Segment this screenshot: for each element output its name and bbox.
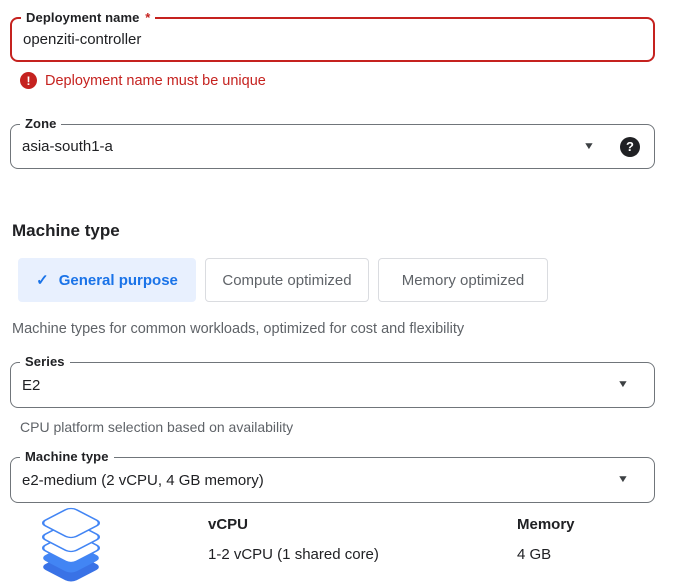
required-asterisk: * — [145, 10, 151, 25]
memory-header: Memory — [517, 516, 575, 533]
machine-family-description: Machine types for common workloads, opti… — [12, 321, 465, 337]
spec-column-vcpu: vCPU 1-2 vCPU (1 shared core) — [208, 516, 379, 563]
deployment-name-label-text: Deployment name — [26, 10, 140, 25]
zone-value: asia-south1-a — [22, 138, 113, 155]
machine-type-value: e2-medium (2 vCPU, 4 GB memory) — [22, 471, 264, 489]
help-icon[interactable]: ? — [620, 136, 640, 157]
zone-label: Zone — [20, 116, 62, 132]
check-icon: ✓ — [36, 272, 49, 289]
machine-family-tabs: ✓ General purpose Compute optimized Memo… — [18, 258, 548, 302]
spec-column-memory: Memory 4 GB — [517, 516, 575, 563]
tab-memory-optimized[interactable]: Memory optimized — [378, 258, 548, 302]
machine-type-label-text: Machine type — [25, 449, 109, 464]
series-value: E2 — [22, 376, 41, 394]
deployment-name-label: Deployment name * — [21, 10, 156, 26]
zone-select[interactable]: Zone asia-south1-a ▼ ? — [10, 116, 655, 169]
tab-memory-optimized-label: Memory optimized — [401, 271, 525, 289]
machine-type-select[interactable]: Machine type e2-medium (2 vCPU, 4 GB mem… — [10, 449, 655, 503]
vcpu-value: 1-2 vCPU (1 shared core) — [208, 546, 379, 563]
error-message: Deployment name must be unique — [45, 72, 266, 89]
tab-general-purpose-label: General purpose — [58, 271, 178, 289]
series-label-text: Series — [25, 354, 65, 369]
dropdown-caret-icon[interactable]: ▼ — [582, 140, 596, 152]
dropdown-caret-icon[interactable]: ▼ — [616, 474, 630, 485]
tab-general-purpose[interactable]: ✓ General purpose — [18, 258, 196, 302]
series-helper-text: CPU platform selection based on availabi… — [20, 419, 294, 435]
series-select[interactable]: Series E2 ▼ — [10, 354, 655, 408]
deployment-name-field[interactable]: Deployment name * — [10, 10, 655, 62]
series-label: Series — [20, 354, 70, 370]
machine-type-heading: Machine type — [12, 221, 120, 240]
layers-stack-icon — [42, 507, 100, 582]
error-icon: ! — [20, 72, 37, 89]
tab-compute-optimized[interactable]: Compute optimized — [205, 258, 369, 302]
machine-type-label: Machine type — [20, 449, 114, 465]
memory-value: 4 GB — [517, 546, 552, 563]
deployment-name-error: ! Deployment name must be unique — [20, 72, 266, 89]
tab-compute-optimized-label: Compute optimized — [222, 271, 352, 289]
dropdown-caret-icon[interactable]: ▼ — [616, 379, 630, 390]
vcpu-header: vCPU — [208, 516, 249, 533]
zone-label-text: Zone — [25, 116, 57, 131]
